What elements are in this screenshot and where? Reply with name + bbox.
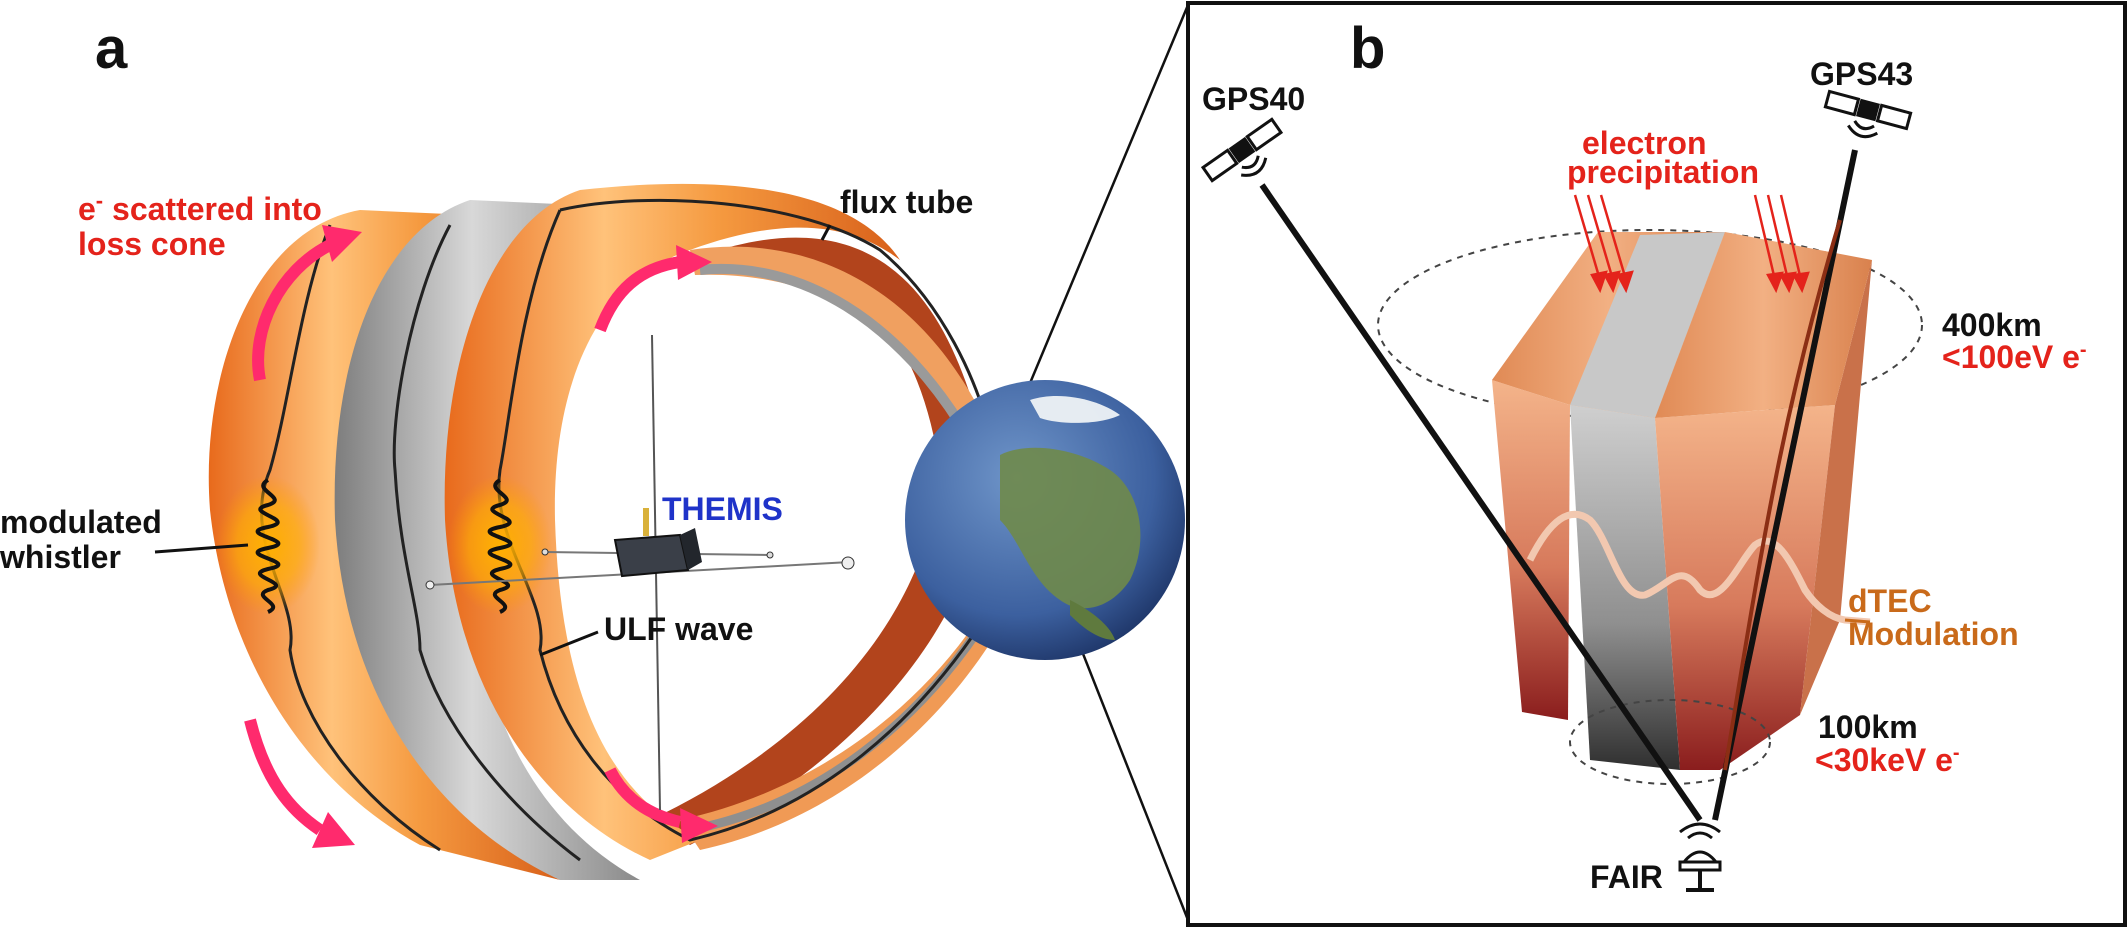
energy-400-label: <100eV e- [1942, 339, 2087, 375]
scatter-arrow-upper-line [252, 239, 333, 382]
whistler-glow-right [448, 475, 552, 615]
ellipse-100km [1569, 699, 1771, 785]
dtec-label-line1: dTEC [1848, 583, 1932, 619]
station-label: FAIR [1590, 859, 1663, 895]
whistler-pointer [154, 543, 249, 554]
precipitation-label-line1: electron [1582, 125, 1706, 161]
panel-a-letter: a [95, 16, 128, 81]
whistler-packet-left [255, 478, 281, 614]
ray-gps43-inside [1723, 219, 1842, 771]
flux-tube-back [650, 237, 990, 845]
satellite-icon [1823, 89, 1913, 139]
top-face-right [1655, 232, 1872, 418]
field-line-inner [497, 209, 992, 842]
scatter-label-line2: loss cone [78, 226, 226, 262]
zoom-line-top [998, 4, 1190, 456]
panel-a: a e- scattered into loss cone flux tube … [0, 4, 1190, 921]
flux-tube-label: flux tube [840, 184, 973, 220]
ulf-label: ULF wave [604, 611, 753, 647]
flux-tube-outer [208, 210, 560, 880]
earth-globe [905, 380, 1185, 660]
whistler-glow-left [216, 475, 320, 615]
flux-tube-inner [444, 183, 900, 860]
dtec-label-line2: Modulation [1848, 616, 2019, 652]
gps43-label: GPS43 [1810, 56, 1913, 92]
scatter-arrow-lower-line [244, 718, 324, 835]
altitude-400-label: 400km [1942, 307, 2042, 343]
column-right-face [1655, 405, 1835, 770]
top-face-gray [1570, 232, 1725, 418]
altitude-100-label: 100km [1818, 709, 1918, 745]
ray-gps43 [1712, 149, 1858, 821]
precipitation-label-line2: precipitation [1567, 154, 1759, 190]
ray-gps40 [1259, 183, 1703, 822]
scatter-arrow-lower-head [312, 812, 355, 848]
scatter-arrow-upper-head [322, 225, 362, 262]
scatter-arrow-inner-upper-head [676, 245, 712, 280]
panel-b: b [1186, 1, 2127, 927]
panel-b-letter: b [1350, 16, 1385, 81]
field-line-inner-upper [559, 198, 997, 456]
ulf-pointer [539, 630, 599, 657]
ground-receiver-icon [1678, 822, 1722, 892]
scatter-arrow-inner-lower-line [604, 767, 682, 828]
flux-tube-gray [334, 200, 640, 880]
themis-label: THEMIS [662, 491, 783, 527]
precipitation-arrows-right [1753, 194, 1810, 294]
whistler-packet-right [487, 478, 513, 614]
flux-tube-upper-gray [699, 264, 975, 443]
precipitation-arrows-left [1573, 194, 1634, 294]
spacecraft-icon [425, 334, 855, 811]
field-line-gray [392, 224, 581, 862]
dtec-curve [1526, 510, 1871, 626]
gps40-label: GPS40 [1202, 81, 1305, 117]
scatter-arrow-inner-lower-head [680, 808, 718, 843]
dtec-pointer [1844, 618, 1871, 624]
whistler-label-line2: whistler [0, 539, 121, 575]
scatter-arrow-inner-upper-line [594, 256, 682, 333]
panel-b-frame [1186, 1, 2127, 927]
energy-100-label: <30keV e- [1815, 742, 1960, 778]
flux-tube-pointer [820, 224, 832, 241]
scatter-label-line1: e- scattered into [78, 188, 322, 227]
column-left-face [1492, 380, 1570, 720]
whistler-label-line1: modulated [0, 504, 162, 540]
satellite-icon [1200, 117, 1284, 183]
